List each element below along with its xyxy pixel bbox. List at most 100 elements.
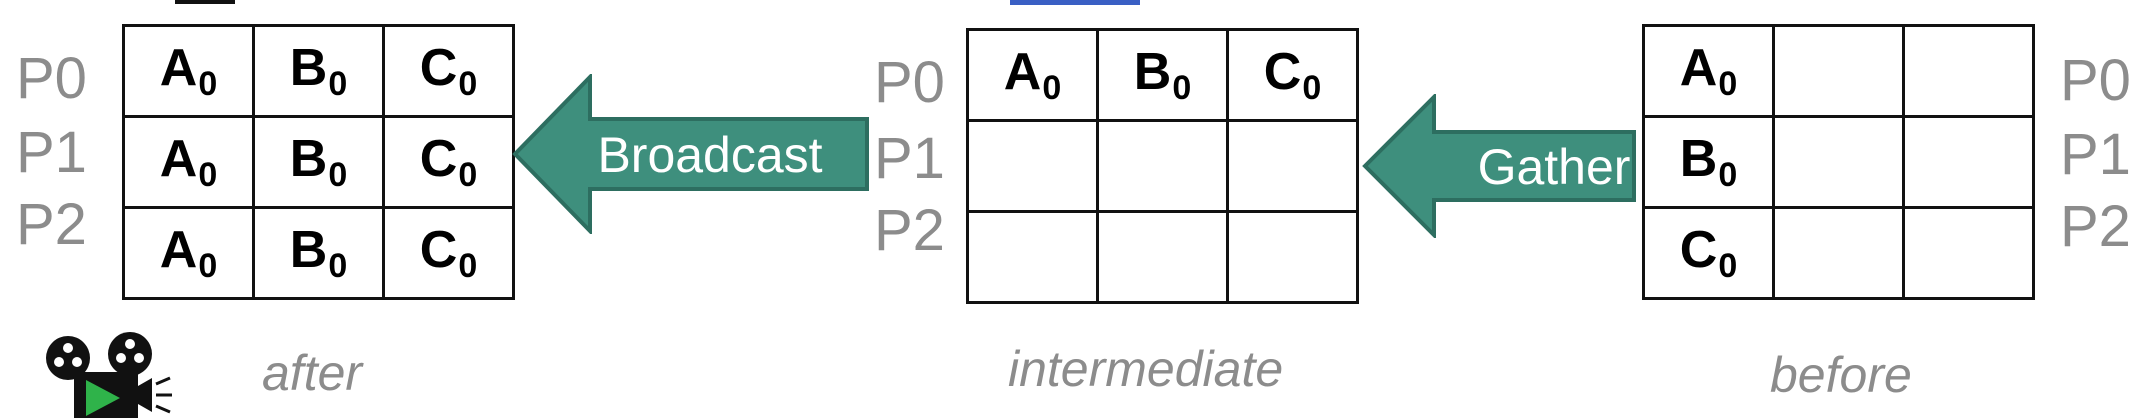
intermediate-row-p1 (966, 119, 1359, 213)
process-label-p2: P2 (2060, 194, 2131, 259)
block-subscript: 0 (458, 247, 478, 285)
block-letter: C (419, 39, 458, 97)
block-letter: C (1263, 43, 1302, 101)
block-letter: B (289, 39, 328, 97)
block-letter: B (1679, 130, 1718, 188)
block-letter: A (159, 130, 198, 188)
block-letter: A (159, 221, 198, 279)
before-cell (1772, 206, 1905, 300)
clipped-heading-fragment-left (175, 0, 235, 4)
block-subscript: 0 (1172, 69, 1192, 107)
process-label-p2: P2 (874, 198, 945, 263)
block-label: C0 (1263, 43, 1321, 107)
block-label: A0 (1679, 39, 1737, 103)
film-reel-right-icon (108, 332, 152, 376)
block-subscript: 0 (1718, 247, 1738, 285)
movie-camera-play-icon[interactable] (40, 328, 176, 418)
block-subscript: 0 (328, 65, 348, 103)
process-label-p0: P0 (16, 46, 87, 111)
after-cell: B0 (252, 115, 385, 209)
intermediate-cell: B0 (1096, 28, 1229, 122)
process-label-p0: P0 (2060, 48, 2131, 113)
process-label-p1: P1 (2060, 122, 2131, 187)
after-caption: after (262, 345, 363, 401)
block-letter: C (1679, 221, 1718, 279)
after-cell: A0 (122, 206, 255, 300)
intermediate-row-p2 (966, 210, 1359, 304)
block-letter: B (289, 130, 328, 188)
block-subscript: 0 (198, 156, 218, 194)
after-cell: C0 (382, 115, 515, 209)
block-label: A0 (159, 221, 217, 285)
block-letter: A (1679, 39, 1718, 97)
before-cell (1772, 24, 1905, 118)
block-subscript: 0 (1718, 65, 1738, 103)
before-cell (1772, 115, 1905, 209)
play-icon (86, 380, 120, 416)
after-cell: B0 (252, 24, 385, 118)
block-label: A0 (1004, 43, 1061, 107)
broadcast-label: Broadcast (597, 127, 822, 183)
block-label: C0 (1679, 221, 1737, 285)
process-label-p1: P1 (16, 120, 87, 185)
intermediate-cell (966, 119, 1099, 213)
block-subscript: 0 (198, 65, 218, 103)
broadcast-arrow: Broadcast (512, 74, 869, 234)
before-row-p1: B0 (1642, 115, 2035, 209)
block-label: A0 (159, 39, 217, 103)
intermediate-cell (1096, 119, 1229, 213)
intermediate-cell: A0 (966, 28, 1099, 122)
block-label: B0 (289, 221, 347, 285)
block-label: C0 (419, 130, 477, 194)
block-subscript: 0 (1302, 69, 1322, 107)
block-letter: B (289, 221, 328, 279)
broadcast-arrow-shape (512, 74, 869, 234)
film-reel-left-icon (46, 336, 90, 380)
before-row-p2: C0 (1642, 206, 2035, 300)
clipped-heading-fragment-right (1010, 0, 1140, 5)
block-label: B0 (1133, 43, 1191, 107)
block-letter: C (419, 130, 458, 188)
before-cell (1902, 206, 2035, 300)
intermediate-cell (1096, 210, 1229, 304)
block-subscript: 0 (458, 156, 478, 194)
block-label: A0 (159, 130, 217, 194)
block-label: B0 (289, 39, 347, 103)
block-label: C0 (419, 221, 477, 285)
intermediate-cell (966, 210, 1099, 304)
gather-arrow: Gather (1362, 94, 1636, 238)
gather-label: Gather (1478, 139, 1631, 195)
block-subscript: 0 (1718, 156, 1738, 194)
process-label-p2: P2 (16, 192, 87, 257)
after-cell: A0 (122, 115, 255, 209)
block-subscript: 0 (198, 247, 218, 285)
intermediate-cell (1226, 210, 1359, 304)
block-letter: B (1133, 43, 1172, 101)
block-subscript: 0 (1042, 69, 1062, 107)
block-subscript: 0 (328, 156, 348, 194)
intermediate-caption: intermediate (1008, 341, 1284, 397)
block-subscript: 0 (458, 65, 478, 103)
before-caption: before (1770, 347, 1912, 403)
after-cell: C0 (382, 206, 515, 300)
block-letter: A (159, 39, 198, 97)
before-cell (1902, 115, 2035, 209)
lens-icon (138, 378, 152, 412)
intermediate-cell (1226, 119, 1359, 213)
block-label: B0 (1679, 130, 1737, 194)
after-cell: A0 (122, 24, 255, 118)
block-label: B0 (289, 130, 347, 194)
process-label-p0: P0 (874, 50, 945, 115)
intermediate-cell: C0 (1226, 28, 1359, 122)
block-letter: C (419, 221, 458, 279)
after-cell: C0 (382, 24, 515, 118)
before-cell (1902, 24, 2035, 118)
block-label: C0 (419, 39, 477, 103)
